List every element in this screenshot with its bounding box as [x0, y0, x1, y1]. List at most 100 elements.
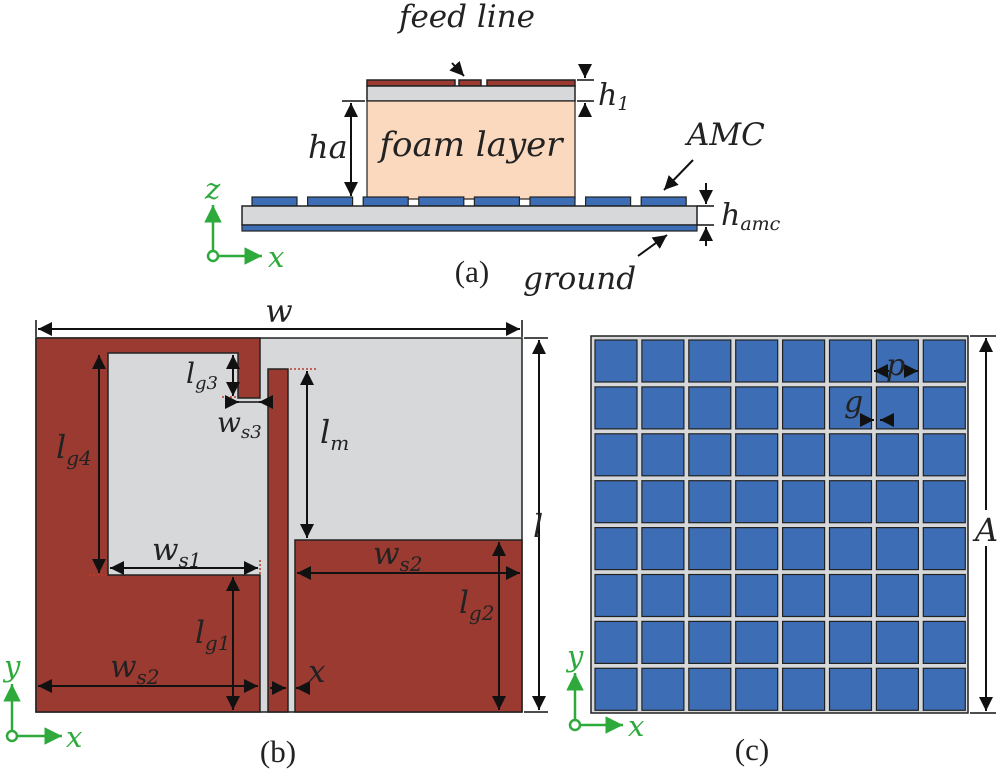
l-label: l — [533, 507, 543, 545]
amc-unit-cell — [735, 386, 779, 430]
hamc-label: hamc — [721, 198, 781, 235]
amc-unit-cell — [688, 667, 732, 711]
amc-unit-cell — [641, 480, 685, 524]
amc-unit-cell — [641, 526, 685, 571]
amc-unit-cell — [875, 620, 920, 665]
ws2-left-label: ws2 — [110, 649, 160, 689]
amc-unit-cell — [875, 526, 920, 571]
amc-unit-cell — [641, 573, 685, 618]
amc-label: AMC — [684, 117, 765, 153]
amc-unit-cell — [828, 433, 873, 477]
amc-unit-cell — [922, 433, 966, 477]
amc-unit-cell — [594, 526, 638, 571]
g-label: g — [844, 385, 863, 420]
amc-unit-cell — [735, 573, 779, 618]
amc-unit-cell — [688, 573, 732, 618]
amc-unit-cell — [735, 526, 779, 571]
amc-unit-cell — [688, 620, 732, 665]
amc-unit-cell — [922, 667, 966, 711]
caption-b: (b) — [260, 734, 296, 769]
amc-unit-cell — [594, 573, 638, 618]
amc-unit-cell — [875, 667, 920, 711]
amc-unit-cell — [922, 526, 966, 571]
amc-unit-cell — [828, 480, 873, 524]
amc-unit-cell — [828, 339, 873, 383]
ha-label: ha — [308, 128, 348, 166]
lg4-label: lg4 — [56, 428, 92, 470]
amc-unit-cell — [828, 620, 873, 665]
amc-unit-cell — [641, 667, 685, 711]
amc-unit-cell — [641, 620, 685, 665]
amc-unit-cell — [781, 339, 826, 383]
axis-x-label: x — [66, 720, 82, 754]
feed-line-strip-mid — [458, 79, 482, 87]
amc-unit-cell — [781, 620, 826, 665]
amc-unit-cell — [641, 386, 685, 430]
axis-origin — [568, 718, 582, 732]
amc-unit-cell — [828, 526, 873, 571]
axis-x-label: x — [628, 709, 644, 743]
amc-arrow — [663, 159, 694, 191]
feed-line-arrow — [449, 60, 465, 77]
amc-patch-side — [584, 196, 632, 207]
panel-b-antenna-layout: w l lg3 ws3 lm lg4 ws1 ws2 lg1 — [2, 292, 548, 769]
amc-patch-side — [418, 196, 465, 207]
amc-unit-cell — [922, 386, 966, 430]
amc-unit-cell — [781, 433, 826, 477]
ws1-label: ws1 — [152, 532, 202, 572]
axis-z-label: z — [204, 172, 221, 206]
amc-unit-cell — [688, 526, 732, 571]
caption-c: (c) — [735, 732, 769, 767]
axis-x-label: x — [268, 240, 284, 274]
amc-unit-cell — [875, 386, 920, 430]
amc-unit-cell — [688, 433, 732, 477]
amc-patch-side — [307, 196, 354, 207]
A-label: A — [972, 511, 998, 549]
amc-unit-cell — [688, 339, 732, 383]
amc-unit-cell — [922, 620, 966, 665]
amc-unit-cell — [641, 433, 685, 477]
amc-substrate — [241, 205, 698, 226]
feed-line-label: feed line — [397, 0, 535, 35]
foam-layer — [366, 100, 576, 200]
ws3-label: ws3 — [217, 406, 262, 443]
amc-unit-cell — [735, 620, 779, 665]
amc-unit-cell — [688, 386, 732, 430]
amc-patch-side — [362, 196, 409, 207]
caption-a: (a) — [455, 254, 489, 289]
amc-unit-cell — [594, 620, 638, 665]
amc-patch-side — [529, 196, 576, 207]
feed-strip — [267, 368, 289, 713]
amc-patch-side — [473, 196, 520, 207]
amc-unit-cell — [735, 433, 779, 477]
amc-unit-cell-grid — [594, 339, 966, 711]
amc-unit-cell — [781, 526, 826, 571]
amc-unit-cell — [781, 386, 826, 430]
x-gap-label: x — [308, 654, 326, 690]
amc-unit-cell — [735, 339, 779, 383]
amc-unit-cell — [922, 339, 966, 383]
ground-arrow — [637, 234, 668, 257]
amc-unit-cell — [594, 339, 638, 383]
ws2-right-label: ws2 — [373, 536, 423, 576]
amc-unit-cell — [828, 667, 873, 711]
amc-unit-cell — [735, 667, 779, 711]
lg2-label: lg2 — [459, 585, 494, 625]
amc-unit-cell — [594, 386, 638, 430]
amc-unit-cell — [688, 480, 732, 524]
amc-unit-cell — [594, 433, 638, 477]
feed-line-strip-right — [486, 79, 576, 87]
amc-unit-cell — [594, 667, 638, 711]
amc-unit-cell — [641, 339, 685, 383]
lg1-label: lg1 — [195, 615, 230, 655]
ground-plane — [241, 224, 698, 232]
axis-y-label: y — [565, 639, 584, 673]
amc-unit-cell — [875, 433, 920, 477]
amc-unit-cell — [828, 573, 873, 618]
panel-a-side-view: foam layer feed line h1 ha AMC hamc grou… — [204, 0, 781, 297]
amc-unit-cell — [922, 573, 966, 618]
axis-y-label: y — [2, 649, 21, 683]
foam-layer-label: foam layer — [376, 125, 564, 165]
